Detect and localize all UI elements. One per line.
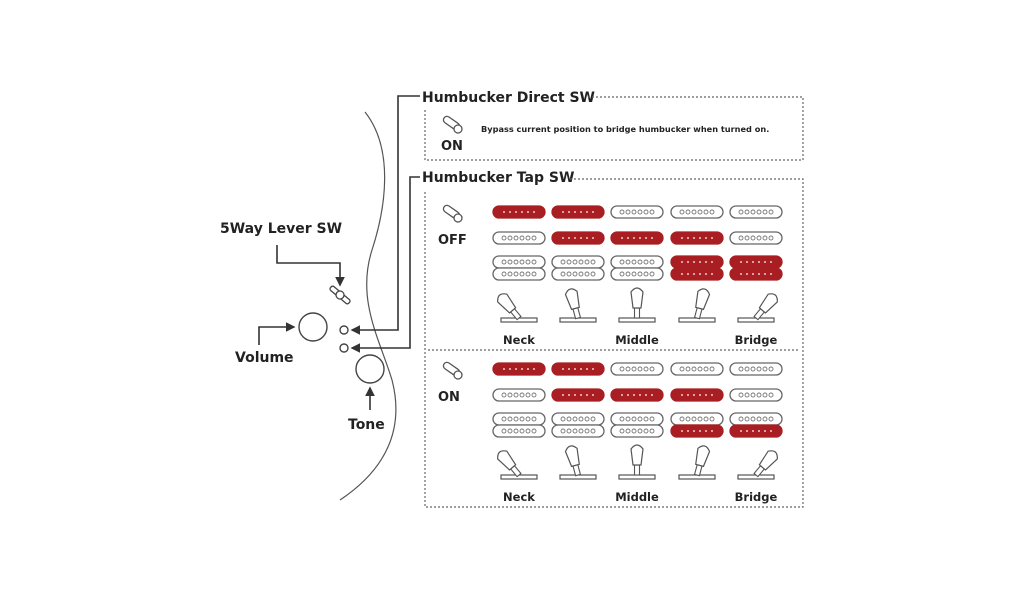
guitar-body-outline [339, 111, 397, 501]
single-coil-pickup [551, 362, 605, 376]
humbucker-lower-coil [670, 424, 724, 438]
position-label: Neck [503, 490, 535, 504]
lever-position-icon [497, 450, 538, 480]
humbucker-upper-coil [670, 412, 724, 426]
position-label: Middle [615, 490, 659, 504]
humbucker-lower-coil [729, 424, 783, 438]
humbucker-upper-coil [551, 255, 605, 269]
humbucker-upper-coil [492, 255, 546, 269]
lever-position-icon [559, 445, 597, 480]
humbucker-lower-coil [729, 267, 783, 281]
tap-switch-jack [339, 343, 349, 353]
humbucker-lower-coil [610, 424, 664, 438]
toggle-switch-icon [442, 361, 463, 380]
single-coil-pickup [729, 231, 783, 245]
lever-leader [276, 245, 345, 287]
humbucker-upper-coil [610, 412, 664, 426]
tap-mode-on: ON Neck Middle Bridge [438, 361, 783, 504]
single-coil-pickup [729, 362, 783, 376]
tap-mode-state: OFF [438, 233, 467, 248]
lever-position-icon [618, 444, 656, 480]
tap-sw-title: Humbucker Tap SW [422, 170, 574, 186]
single-coil-pickup [670, 362, 724, 376]
lever-position-icon [559, 288, 597, 323]
position-label: Neck [503, 333, 535, 347]
humbucker-upper-coil [492, 412, 546, 426]
single-coil-pickup [729, 388, 783, 402]
direct-leader [350, 95, 420, 335]
humbucker-upper-coil [729, 412, 783, 426]
tone-knob [355, 354, 385, 384]
humbucker-upper-coil [670, 255, 724, 269]
humbucker-lower-coil [551, 267, 605, 281]
lever-position-icon [678, 445, 716, 480]
volume-knob [298, 312, 328, 342]
tap-mode-off: OFF Neck Middle Bridge [438, 204, 783, 347]
volume-leader [258, 322, 296, 345]
humbucker-upper-coil [610, 255, 664, 269]
tap-leader [350, 176, 420, 353]
humbucker-lower-coil [610, 267, 664, 281]
humbucker-upper-coil [729, 255, 783, 269]
toggle-switch-icon [442, 204, 463, 223]
single-coil-pickup [670, 388, 724, 402]
humbucker-lower-coil [551, 424, 605, 438]
lever-position-icon [678, 288, 716, 323]
direct-sw-title: Humbucker Direct SW [422, 90, 595, 106]
lever-position-icon [497, 293, 538, 323]
single-coil-pickup [670, 205, 724, 219]
tone-label: Tone [348, 417, 385, 433]
single-coil-pickup [492, 362, 546, 376]
humbucker-upper-coil [551, 412, 605, 426]
single-coil-pickup [551, 205, 605, 219]
single-coil-pickup [551, 388, 605, 402]
direct-sw-state: ON [441, 139, 463, 154]
single-coil-pickup [610, 231, 664, 245]
lever-switch-label: 5Way Lever SW [220, 221, 342, 237]
direct-switch-jack [339, 325, 349, 335]
lever-switch-icon [329, 285, 351, 305]
single-coil-pickup [670, 231, 724, 245]
toggle-switch-icon [442, 115, 463, 134]
position-label: Bridge [735, 490, 778, 504]
humbucker-lower-coil [492, 267, 546, 281]
lever-position-icon [737, 293, 778, 323]
position-label: Middle [615, 333, 659, 347]
lever-position-icon [737, 450, 778, 480]
single-coil-pickup [492, 231, 546, 245]
single-coil-pickup [551, 231, 605, 245]
volume-label: Volume [235, 350, 294, 366]
single-coil-pickup [492, 205, 546, 219]
single-coil-pickup [610, 388, 664, 402]
direct-sw-description: Bypass current position to bridge humbuc… [481, 124, 769, 134]
tap-mode-state: ON [438, 390, 460, 405]
tap-sw-box [424, 178, 804, 508]
direct-sw-box [424, 96, 804, 161]
single-coil-pickup [729, 205, 783, 219]
single-coil-pickup [492, 388, 546, 402]
position-label: Bridge [735, 333, 778, 347]
humbucker-lower-coil [670, 267, 724, 281]
single-coil-pickup [610, 362, 664, 376]
humbucker-lower-coil [492, 424, 546, 438]
lever-position-icon [618, 287, 656, 323]
single-coil-pickup [610, 205, 664, 219]
